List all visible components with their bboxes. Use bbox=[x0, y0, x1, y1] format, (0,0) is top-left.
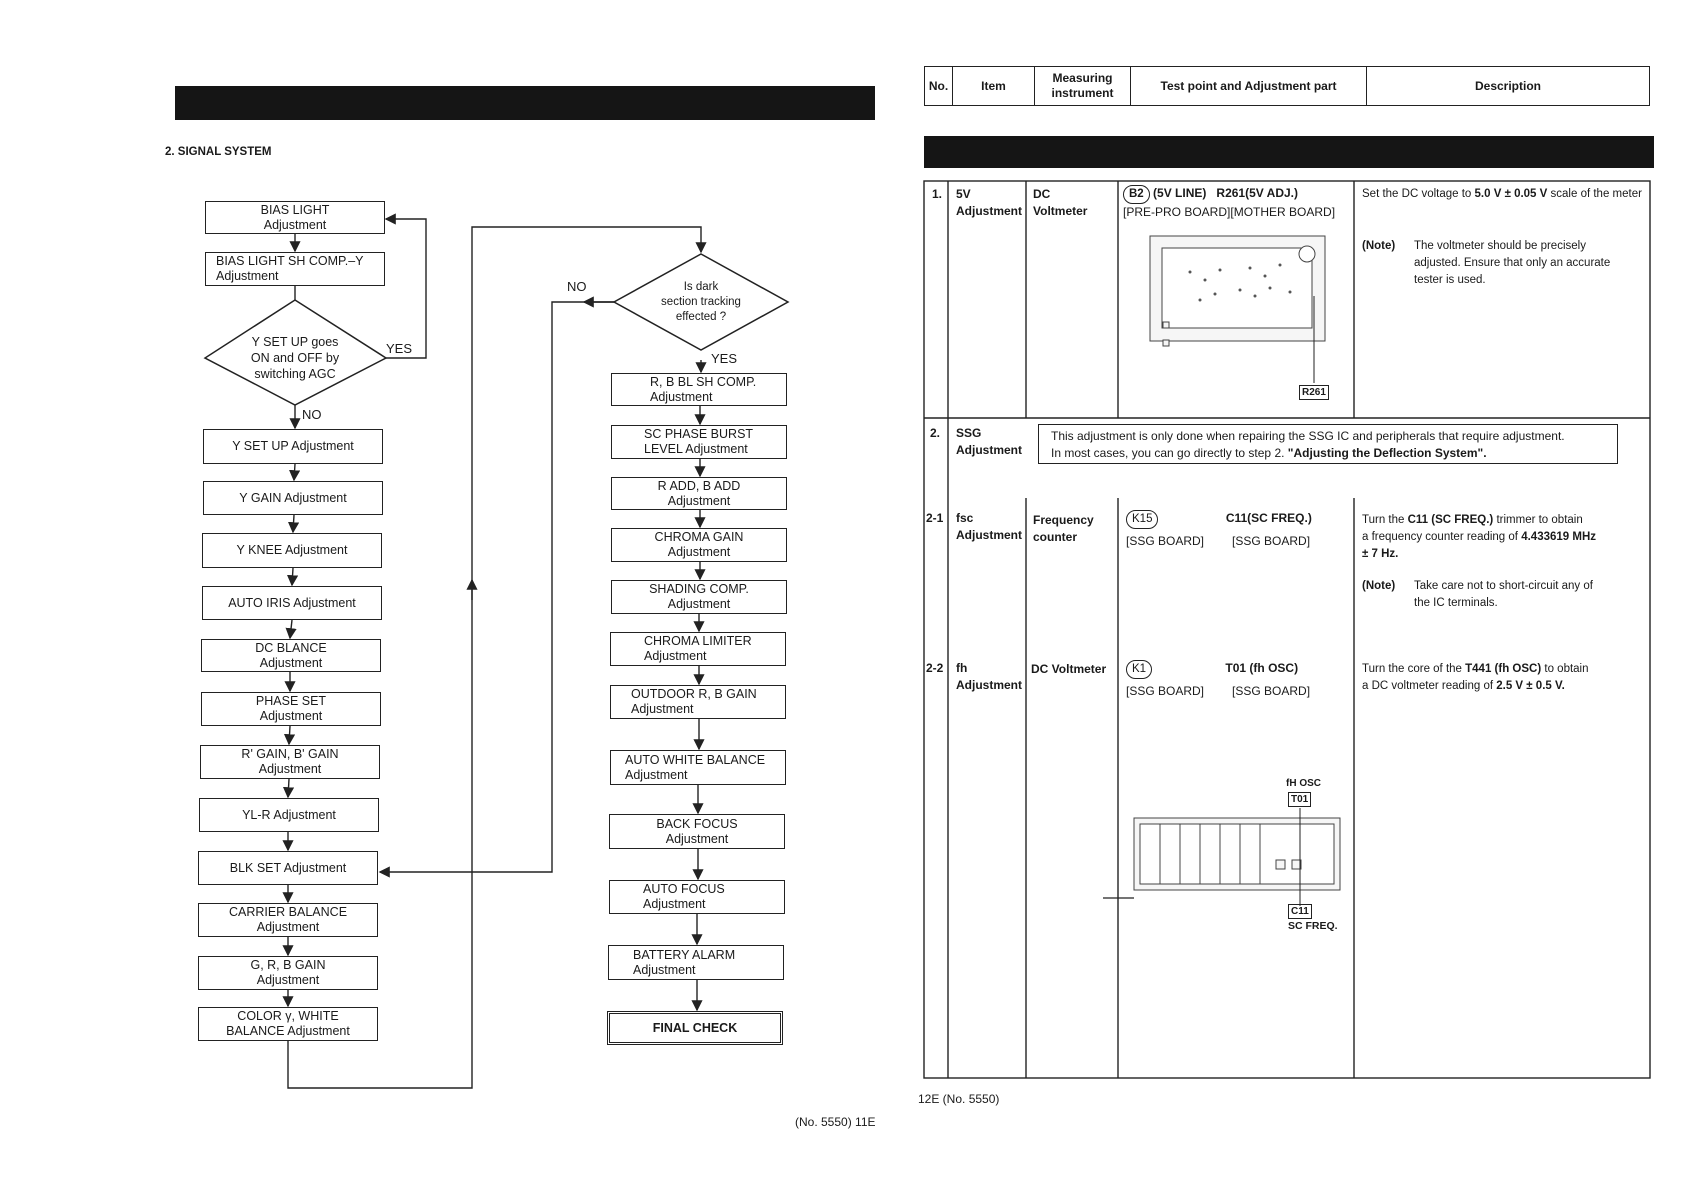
flow-box-yl-r: YL-R Adjustment bbox=[199, 798, 379, 832]
row21-testpoint: K15 C11(SC FREQ.) [SSG BOARD][SSG BOARD] bbox=[1126, 510, 1312, 548]
flow-box-y-gain: Y GAIN Adjustment bbox=[203, 481, 383, 515]
row22-testpoint: K1 T01 (fh OSC) [SSG BOARD][SSG BOARD] bbox=[1126, 660, 1311, 698]
row1-testpoint: B2 (5V LINE) R261(5V ADJ.) [PRE-PRO BOAR… bbox=[1123, 185, 1336, 219]
th-test-point: Test point and Adjustment part bbox=[1131, 67, 1367, 105]
row1-note: (Note) The voltmeter should be precisely… bbox=[1362, 240, 1611, 286]
row22-no: 2-2 bbox=[926, 661, 944, 675]
row22-desc: Turn the core of the T441 (fh OSC) to ob… bbox=[1362, 663, 1589, 692]
flow-box-auto-iris: AUTO IRIS Adjustment bbox=[202, 586, 382, 620]
row21-no: 2-1 bbox=[926, 511, 944, 525]
t01-tag: T01 bbox=[1288, 792, 1312, 807]
left-page-number: (No. 5550) 11E bbox=[795, 1115, 876, 1129]
flow-box-rb-bl-sh-comp: R, B BL SH COMP.Adjustment bbox=[611, 373, 787, 406]
flow-box-y-knee: Y KNEE Adjustment bbox=[202, 533, 382, 568]
row21-desc: Turn the C11 (SC FREQ.) trimmer to obtai… bbox=[1362, 514, 1596, 560]
ssg-note-box: This adjustment is only done when repair… bbox=[1038, 424, 1618, 464]
decision-left-no: NO bbox=[302, 407, 322, 422]
c11-tag: C11 bbox=[1288, 904, 1312, 919]
row21-note: (Note) Take care not to short-circuit an… bbox=[1362, 580, 1593, 609]
decision-left-yes: YES bbox=[386, 341, 413, 356]
section-title: 2. SIGNAL SYSTEM bbox=[165, 146, 272, 158]
th-item: Item bbox=[953, 67, 1035, 105]
k1-test-point-icon: K1 bbox=[1126, 660, 1153, 679]
right-page-number: 12E (No. 5550) bbox=[918, 1092, 1000, 1106]
fh-osc-label: fH OSC bbox=[1286, 778, 1321, 789]
row22-meas: DC Voltmeter bbox=[1031, 662, 1107, 676]
th-description: Description bbox=[1474, 78, 1541, 93]
sc-freq-label: SC FREQ. bbox=[1288, 920, 1338, 932]
decision-right-yes: YES bbox=[711, 351, 738, 366]
th-no: No. bbox=[925, 67, 953, 105]
b2-test-point-icon: B2 bbox=[1123, 185, 1150, 204]
r261-tag: R261 bbox=[1299, 385, 1329, 400]
flow-box-shading-comp: SHADING COMP.Adjustment bbox=[611, 580, 787, 614]
flow-box-y-set-up: Y SET UP Adjustment bbox=[203, 429, 383, 464]
decision-right-text: Is dark section tracking effected ? bbox=[661, 281, 741, 323]
header-bar-left bbox=[175, 86, 875, 120]
k15-test-point-icon: K15 bbox=[1126, 510, 1159, 529]
decision-left-text: Y SET UP goes ON and OFF by switching AG… bbox=[250, 335, 340, 381]
row1-no: 1. bbox=[932, 187, 943, 201]
flow-box-blk-set: BLK SET Adjustment bbox=[198, 851, 378, 885]
row2-no: 2. bbox=[930, 426, 941, 440]
row1-desc: Set the DC voltage to 5.0 V ± 0.05 V sca… bbox=[1362, 188, 1642, 200]
decision-right-no: NO bbox=[567, 279, 587, 294]
flow-box-final-check: FINAL CHECK bbox=[607, 1011, 783, 1045]
header-bar-right bbox=[924, 136, 1654, 168]
